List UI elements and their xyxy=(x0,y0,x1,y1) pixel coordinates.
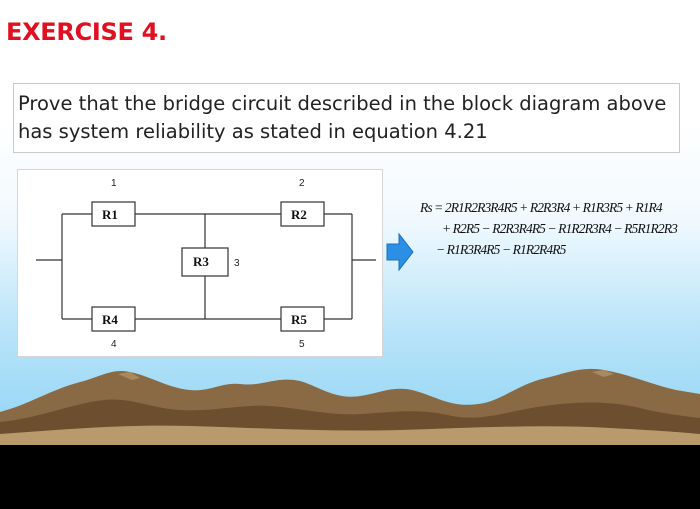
block-number-2: 2 xyxy=(299,178,305,189)
right-arrow-icon xyxy=(386,232,414,272)
r4-block xyxy=(91,306,136,332)
block-diagram: R1 R2 R3 R4 R5 1 2 3 4 5 xyxy=(17,169,383,357)
r3-block xyxy=(181,247,229,277)
block-number-1: 1 xyxy=(111,178,117,189)
circuit-wires xyxy=(36,213,376,320)
mountain-landscape xyxy=(0,368,700,445)
prompt-box: Prove that the bridge circuit described … xyxy=(13,83,680,153)
r4-label: R4 xyxy=(102,312,118,327)
slide: EXERCISE 4. Prove that the bridge circui… xyxy=(0,0,700,445)
equation-line-1: Rs = 2R1R2R3R4R5 + R2R3R4 + R1R3R5 + R1R… xyxy=(420,200,663,215)
r1-label: R1 xyxy=(102,207,118,222)
block-number-5: 5 xyxy=(299,339,305,350)
block-number-4: 4 xyxy=(111,339,117,350)
reliability-equation: Rs = 2R1R2R3R4R5 + R2R3R4 + R1R3R5 + R1R… xyxy=(420,197,700,260)
equation-line-2: + R2R5 − R2R3R4R5 − R1R2R3R4 − R5R1R2R3 xyxy=(442,221,678,236)
r3-label: R3 xyxy=(193,254,209,269)
bottom-black-bar xyxy=(0,445,700,509)
r5-block xyxy=(280,306,325,332)
bridge-circuit-svg: R1 R2 R3 R4 R5 1 2 3 4 5 xyxy=(36,178,376,350)
block-number-3: 3 xyxy=(234,258,240,269)
resistor-boxes xyxy=(91,201,325,332)
prompt-text: Prove that the bridge circuit described … xyxy=(18,92,667,143)
r5-label: R5 xyxy=(291,312,307,327)
equation-line-3: − R1R3R4R5 − R1R2R4R5 xyxy=(436,242,566,257)
r2-label: R2 xyxy=(291,207,307,222)
slide-title: EXERCISE 4. xyxy=(6,18,167,46)
title-band xyxy=(0,0,700,60)
r1-block xyxy=(91,201,136,227)
r2-block xyxy=(280,201,325,227)
